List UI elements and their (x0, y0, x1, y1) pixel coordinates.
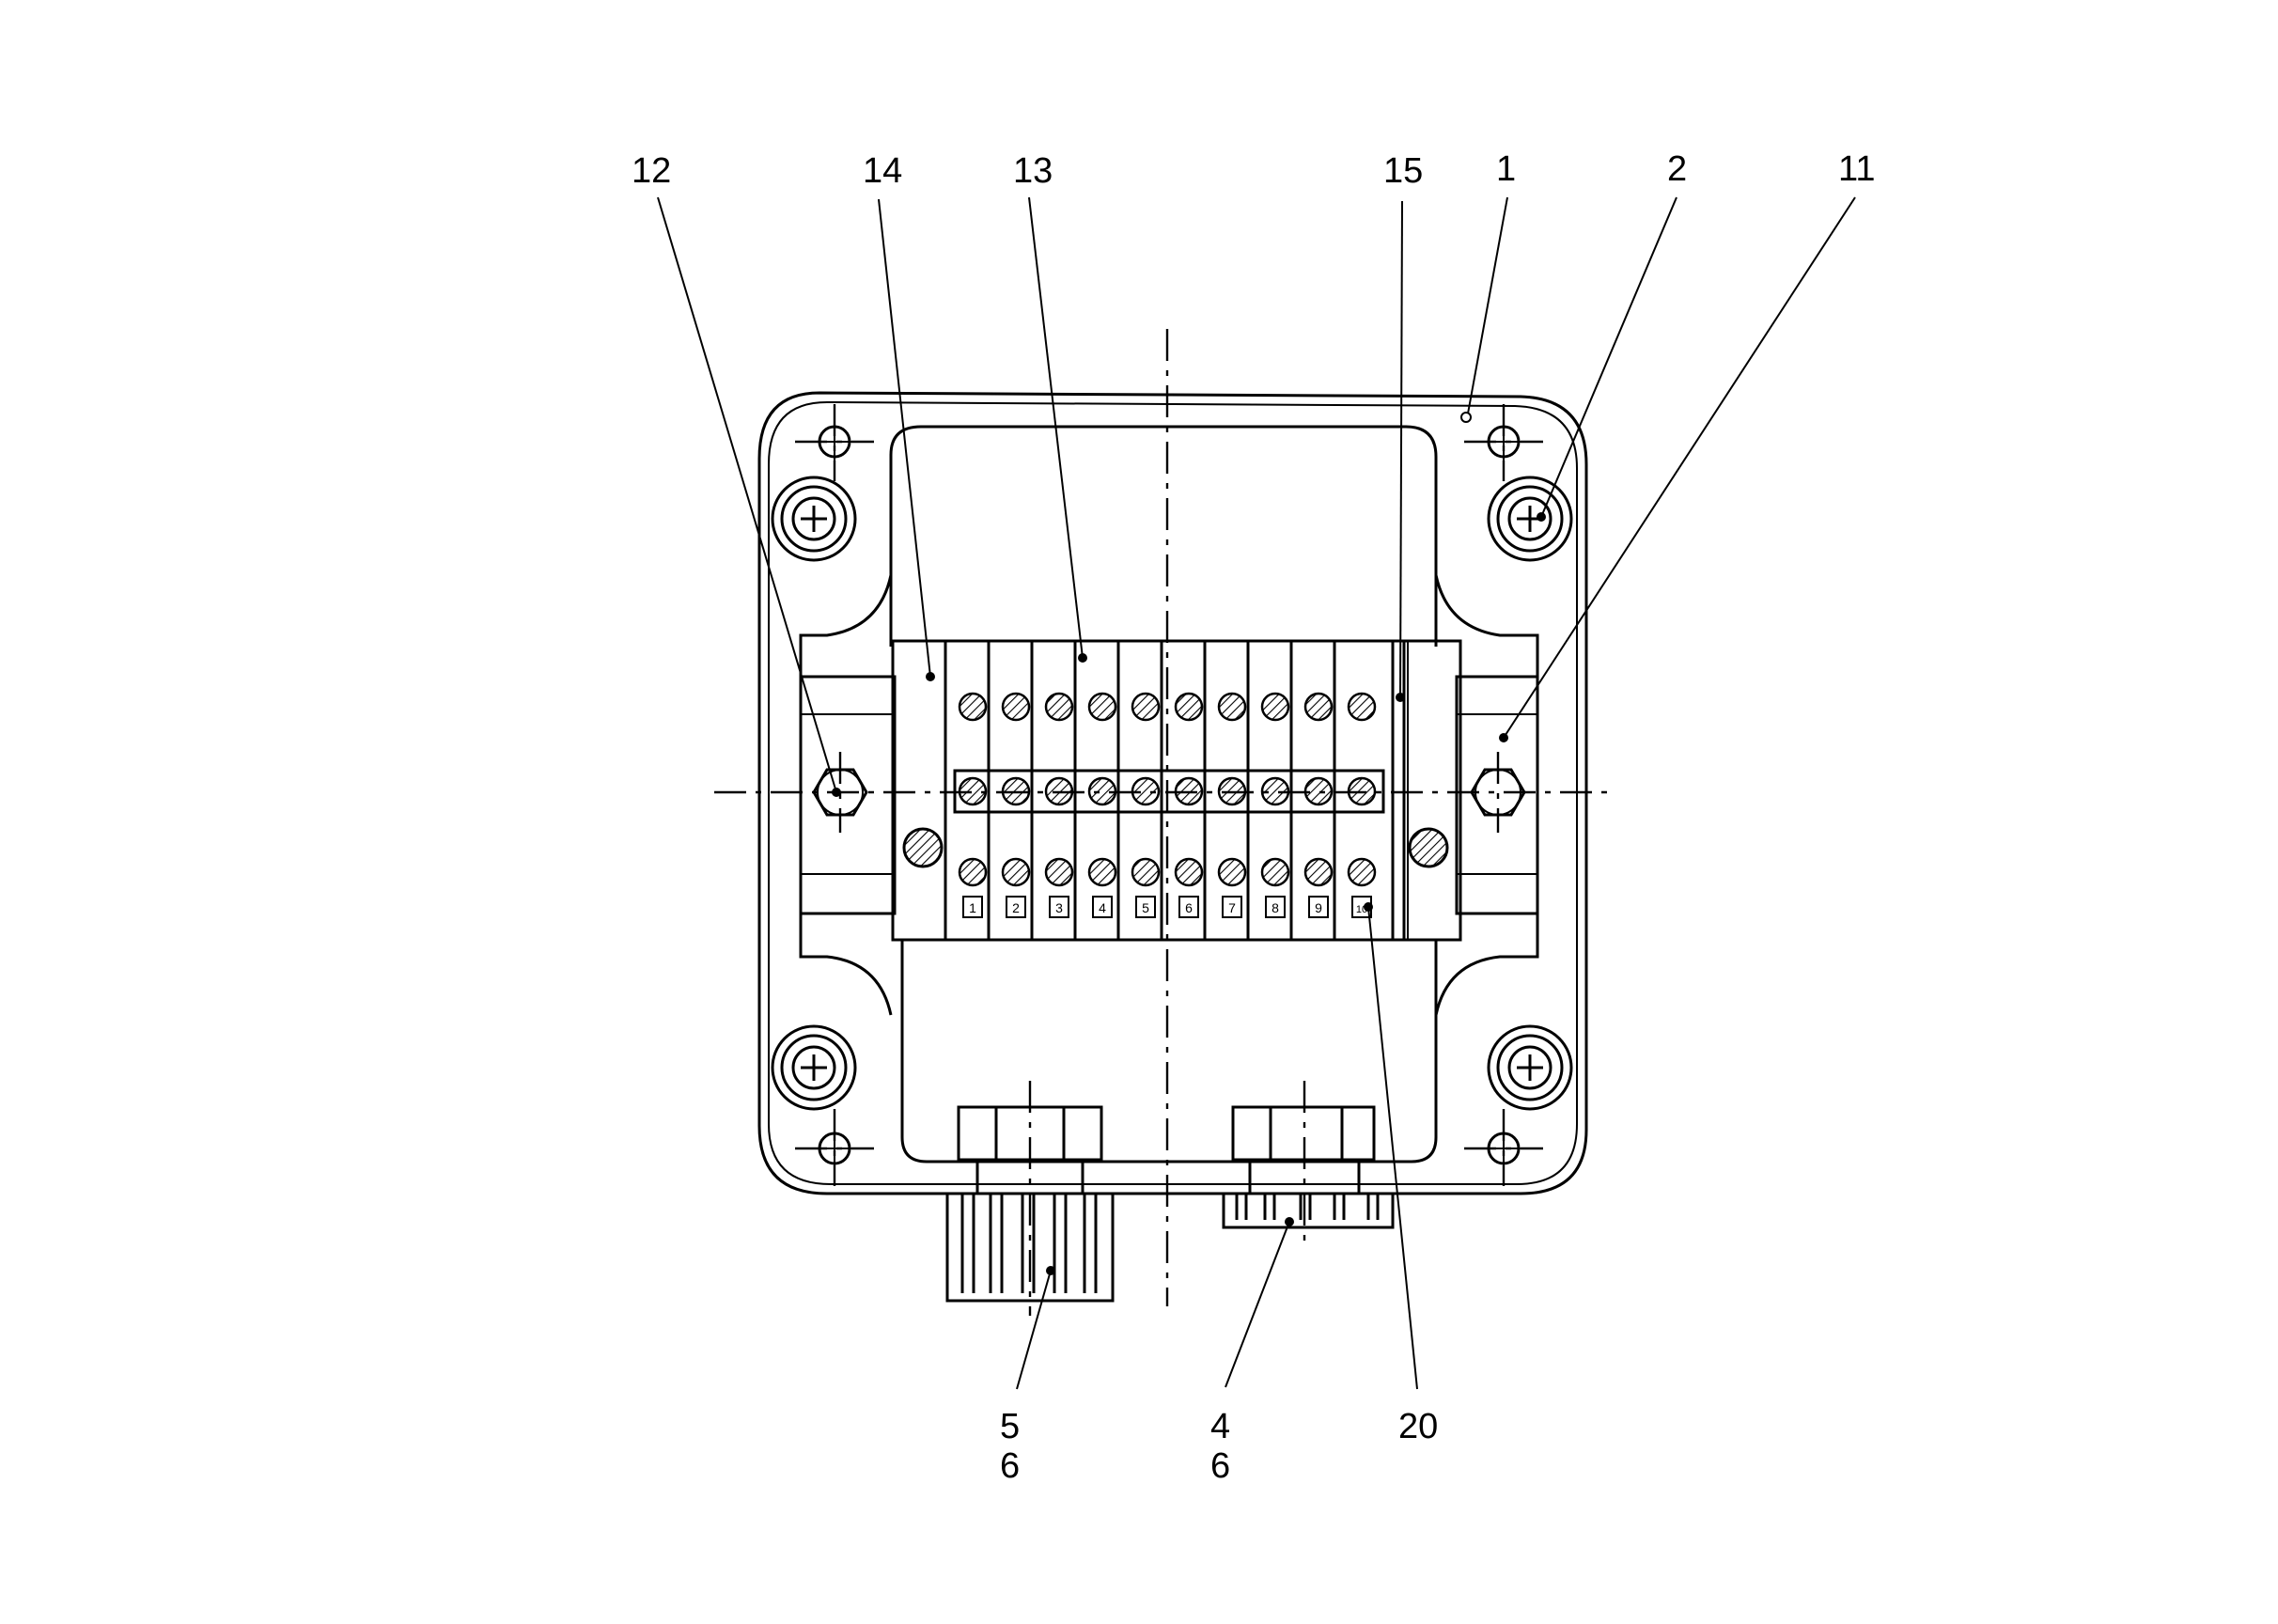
hex-nut-left (812, 768, 868, 817)
callout-1: 1 (1496, 149, 1516, 189)
end-screw-left (902, 827, 944, 868)
lid-screw-top-left (771, 476, 857, 562)
housing-inner-outline (768, 400, 1578, 1185)
terminal-number: 6 (1185, 900, 1193, 915)
callout-11: 11 (1838, 149, 1875, 189)
screw-row-bottom (958, 857, 1377, 887)
callout-6-right: 6 (1210, 1446, 1230, 1486)
terminal-dividers (987, 641, 1336, 940)
terminal-number: 4 (1099, 900, 1106, 915)
callout-2: 2 (1667, 149, 1687, 189)
rail-left (799, 675, 897, 915)
lid-screw-bottom-right (1487, 1024, 1573, 1111)
callout-14: 14 (863, 151, 902, 191)
terminal-number-labels: 1 2 3 4 5 6 7 8 9 10 (962, 896, 1372, 918)
terminal-number: 7 (1228, 900, 1236, 915)
callout-5: 5 (1000, 1407, 1020, 1446)
callout-15: 15 (1383, 151, 1423, 191)
terminal-block-frame (891, 639, 1462, 942)
lid-screw-top-right (1487, 476, 1573, 562)
terminal-number: 3 (1055, 900, 1063, 915)
terminal-number: 2 (1012, 900, 1020, 915)
terminal-number: 9 (1315, 900, 1322, 915)
inner-cavity-top (889, 425, 1438, 647)
callout-20: 20 (1398, 1407, 1438, 1446)
screw-row-top (958, 692, 1377, 722)
callout-12: 12 (632, 151, 671, 191)
rail-right (1455, 675, 1539, 915)
centerlines (714, 329, 1616, 1316)
callout-13: 13 (1013, 151, 1053, 191)
marker-hole (1460, 412, 1472, 423)
terminal-number: 5 (1142, 900, 1149, 915)
leader-lines (657, 196, 1856, 1390)
housing-outline (757, 391, 1588, 1195)
inner-cavity-bottom (900, 940, 1438, 1163)
callout-4: 4 (1210, 1407, 1230, 1446)
lid-screw-bottom-left (771, 1024, 857, 1111)
cable-gland-right (1222, 1105, 1395, 1229)
end-screw-right (1408, 827, 1449, 868)
terminal-number: 1 (969, 900, 976, 915)
callout-6-left: 6 (1000, 1446, 1020, 1486)
terminal-number: 8 (1272, 900, 1279, 915)
